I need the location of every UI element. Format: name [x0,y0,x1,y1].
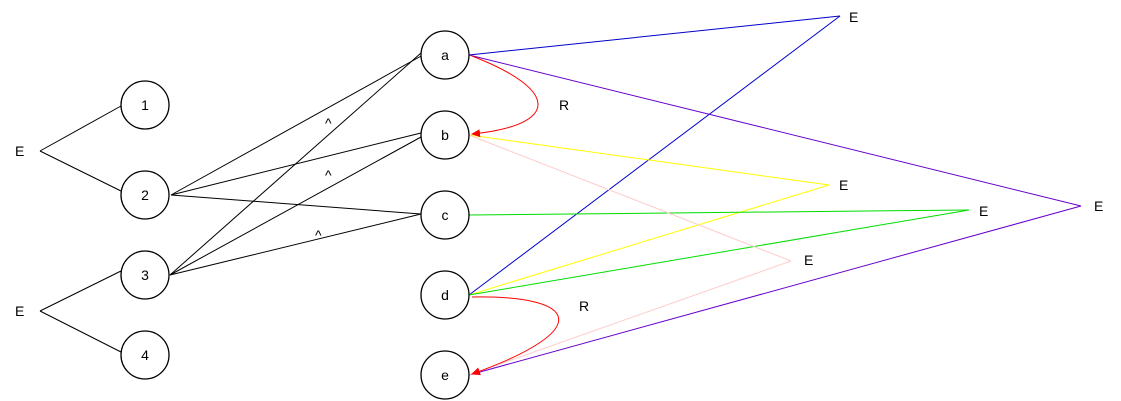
blue-edges [468,15,841,296]
label-and-1: ^ [325,115,332,131]
label-e-left-top: E [15,143,24,159]
label-r-a-b: R [559,97,569,113]
label-r-d-e: R [579,298,589,314]
node-1: 1 [120,80,170,130]
label-and-2: ^ [325,167,332,183]
green-edges [468,209,970,296]
node-label: e [441,367,449,383]
node-label: d [441,287,449,303]
node-label: 2 [141,187,149,203]
edge-c-e-green [468,209,970,216]
pink-edges [468,134,792,376]
node-b: b [420,110,470,160]
node-4: 4 [120,330,170,380]
edge-2-a [170,54,424,196]
edge-a-e-far [468,54,1082,207]
node-2: 2 [120,170,170,220]
label-e-purple: E [1094,198,1103,214]
yellow-edges [468,134,830,296]
label-e-top: E [849,9,858,25]
edge-a-e-top [468,15,841,56]
label-e-left-bottom: E [15,303,24,319]
edge-3-c [169,213,422,276]
label-e-yellow: E [839,177,848,193]
edge-b-e-pink [468,134,792,262]
node-d: d [420,270,470,320]
label-e-pink: E [804,252,813,268]
edge-3-b [169,136,422,276]
purple-edges [468,54,1082,376]
node-label: a [441,47,449,63]
relation-arrow-a-b [471,55,539,138]
label-e-green: E [979,203,988,219]
node-label: 4 [141,347,149,363]
node-3: 3 [120,250,170,300]
edge-e-e-pink [468,260,792,376]
node-a: a [420,30,470,80]
edge-3-a [169,52,422,276]
relation-arrow-d-e [471,296,560,376]
node-label: 3 [141,267,149,283]
edge-d-e-green [468,209,970,296]
edge-2-c [170,194,422,215]
node-label: 1 [141,97,149,113]
node-e: e [420,350,470,400]
edge-d-e-top [468,15,841,296]
left-e-bracket-top [39,105,122,192]
label-and-3: ^ [315,227,322,243]
left-e-bracket-bottom [39,270,122,353]
node-c: c [420,190,470,240]
edge-b-e-yellow [468,134,830,186]
edge-d-e-yellow [468,184,830,296]
node-label: b [441,127,449,143]
edge-e-e-far [468,205,1082,376]
node-label: c [442,207,449,223]
black-edges [169,52,424,276]
